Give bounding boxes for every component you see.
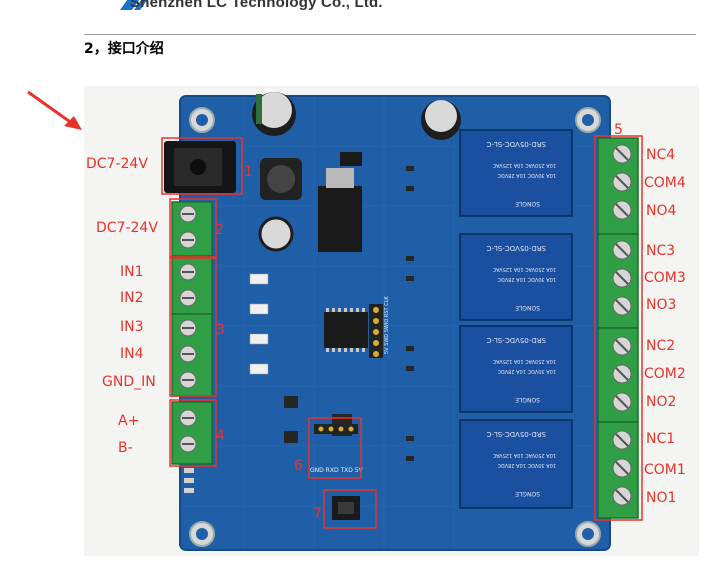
label-gnd-in: GND_IN xyxy=(102,374,156,390)
label-dc-jack: DC7-24V xyxy=(86,156,148,172)
label-in2: IN2 xyxy=(120,290,144,306)
label-nc2: NC2 xyxy=(646,338,676,354)
board-photo: 5V SWD SWIO RST CLK SRD-05VDC-SL-C 10A 2… xyxy=(84,86,699,556)
label-nc3: NC3 xyxy=(646,243,676,259)
label-in1: IN1 xyxy=(120,264,144,280)
marker-5: 5 xyxy=(614,122,623,138)
relay-terminals xyxy=(597,137,639,519)
label-in3: IN3 xyxy=(120,319,144,335)
label-no3: NO3 xyxy=(646,297,677,313)
svg-text:10A 250VAC 10A 125VAC: 10A 250VAC 10A 125VAC xyxy=(492,266,556,272)
prog-header-label: 5V SWD SWIO RST CLK xyxy=(384,296,390,354)
uart-header-label: GND RXD TXD 5V xyxy=(310,467,364,474)
marker-2: 2 xyxy=(215,222,224,238)
relay-1: SRD-05VDC-SL-C 10A 250VAC 10A 125VAC 10A… xyxy=(459,419,573,509)
marker-7: 7 xyxy=(313,506,322,522)
label-no2: NO2 xyxy=(646,394,677,410)
svg-text:10A 30VDC 10A 28VDC: 10A 30VDC 10A 28VDC xyxy=(497,462,556,468)
company-name: Shenzhen LC Technology Co., Ltd. xyxy=(130,0,383,10)
svg-text:10A 250VAC 10A 125VAC: 10A 250VAC 10A 125VAC xyxy=(492,358,556,364)
label-no4: NO4 xyxy=(646,203,677,219)
label-b-minus: B- xyxy=(118,440,133,456)
marker-3: 3 xyxy=(216,322,225,338)
svg-text:SONGLE: SONGLE xyxy=(515,396,540,403)
svg-text:SRD-05VDC-SL-C: SRD-05VDC-SL-C xyxy=(487,140,546,148)
label-nc4: NC4 xyxy=(646,147,676,163)
header-divider xyxy=(84,34,696,35)
svg-text:10A 250VAC 10A 125VAC: 10A 250VAC 10A 125VAC xyxy=(492,162,556,168)
svg-text:10A 30VDC 10A 28VDC: 10A 30VDC 10A 28VDC xyxy=(497,172,556,178)
svg-text:SRD-05VDC-SL-C: SRD-05VDC-SL-C xyxy=(487,244,546,252)
svg-text:SONGLE: SONGLE xyxy=(515,304,540,311)
svg-text:10A 30VDC 10A 28VDC: 10A 30VDC 10A 28VDC xyxy=(497,276,556,282)
label-com1: COM1 xyxy=(644,462,686,478)
marker-6: 6 xyxy=(294,458,303,474)
annotation-boxes xyxy=(161,135,643,529)
svg-text:SRD-05VDC-SL-C: SRD-05VDC-SL-C xyxy=(487,336,546,344)
label-com2: COM2 xyxy=(644,366,686,382)
svg-text:10A 30VDC 10A 28VDC: 10A 30VDC 10A 28VDC xyxy=(497,368,556,374)
label-a-plus: A+ xyxy=(118,413,140,429)
board-illustration: 5V SWD SWIO RST CLK SRD-05VDC-SL-C 10A 2… xyxy=(84,86,699,556)
svg-text:SRD-05VDC-SL-C: SRD-05VDC-SL-C xyxy=(487,430,546,438)
label-no1: NO1 xyxy=(646,490,677,506)
svg-text:SONGLE: SONGLE xyxy=(515,490,540,497)
relay-2: SRD-05VDC-SL-C 10A 250VAC 10A 125VAC 10A… xyxy=(459,325,573,413)
label-dc-terminal: DC7-24V xyxy=(96,220,158,236)
marker-4: 4 xyxy=(216,428,225,444)
svg-text:SONGLE: SONGLE xyxy=(515,200,540,207)
red-arrow-icon xyxy=(27,90,82,130)
input-terminals xyxy=(171,201,213,465)
label-com3: COM3 xyxy=(644,270,686,286)
section-title: 2，接口介绍 xyxy=(84,41,164,57)
svg-text:10A 250VAC 10A 125VAC: 10A 250VAC 10A 125VAC xyxy=(492,452,556,458)
relay-4: SRD-05VDC-SL-C 10A 250VAC 10A 125VAC 10A… xyxy=(459,129,573,217)
company-logo xyxy=(120,0,148,10)
label-com4: COM4 xyxy=(644,175,686,191)
marker-1: 1 xyxy=(244,164,253,180)
label-in4: IN4 xyxy=(120,346,144,362)
relay-3: SRD-05VDC-SL-C 10A 250VAC 10A 125VAC 10A… xyxy=(459,233,573,321)
label-nc1: NC1 xyxy=(646,431,676,447)
